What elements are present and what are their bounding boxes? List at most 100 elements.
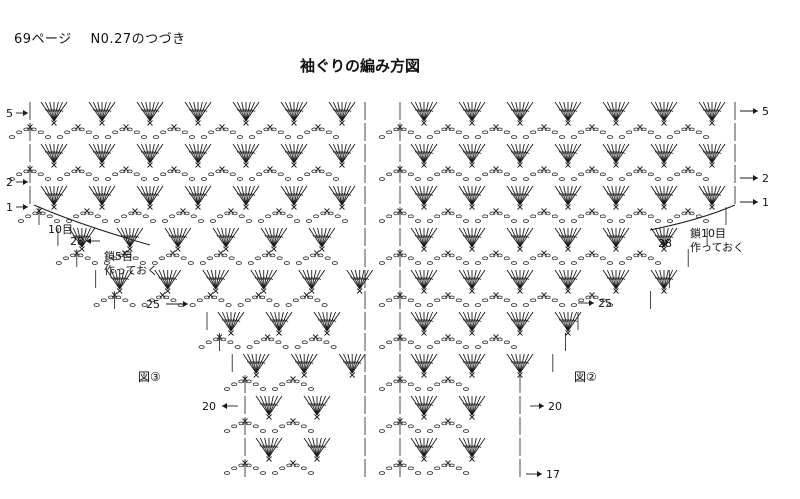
chain-stitch	[496, 253, 503, 258]
chain-stitch	[571, 135, 577, 139]
chain-stitch	[455, 256, 462, 261]
chain-stitch	[407, 130, 414, 135]
stitch-tick	[462, 361, 468, 364]
stitch-line	[136, 185, 151, 206]
left-arrow-row-20-head	[222, 403, 227, 409]
chain-stitch	[441, 337, 448, 342]
stitch-line	[268, 437, 279, 458]
single-crochet-mark	[685, 124, 691, 130]
left-row-label-25: 25	[146, 298, 160, 311]
chain-stitch	[180, 256, 187, 261]
chain-stitch	[530, 298, 537, 303]
stitch-tick	[147, 151, 153, 154]
chain-stitch	[266, 298, 273, 303]
left-row-label-2: 2	[6, 176, 13, 189]
stitch-line	[215, 269, 225, 290]
single-crochet-mark	[265, 250, 272, 256]
chain-stitch	[30, 169, 37, 174]
stitch-line	[164, 227, 179, 248]
stitch-line	[232, 101, 247, 122]
stitch-line	[663, 143, 669, 164]
stitch-line	[299, 353, 305, 374]
single-crochet-mark	[290, 376, 296, 382]
stitch-tick	[160, 277, 166, 280]
stitch-tick	[246, 151, 251, 154]
stitch-tick	[426, 403, 431, 406]
stitch-line	[467, 269, 473, 290]
stitch-line	[650, 269, 665, 290]
chain-stitch	[126, 169, 133, 174]
chain-stitch	[286, 421, 293, 426]
chain-stitch	[297, 177, 303, 181]
stitch-line	[49, 185, 55, 206]
single-crochet-mark	[445, 250, 451, 256]
chain-stitch	[599, 256, 606, 261]
stitch-line	[519, 185, 530, 206]
chain-stitch	[427, 345, 433, 349]
stitch-tick	[426, 277, 431, 280]
stitch-tick	[467, 403, 472, 406]
stitch-tick	[517, 361, 523, 364]
stitch-tick	[424, 109, 429, 112]
stitch-line	[423, 353, 434, 374]
stitch-line	[293, 101, 304, 122]
single-crochet-mark	[121, 250, 128, 256]
stitch-tick	[263, 277, 269, 280]
stitch-tick	[233, 319, 238, 322]
stitch-line	[101, 185, 112, 206]
chain-stitch	[592, 211, 599, 216]
chain-stitch	[448, 379, 455, 384]
chain-stitch	[303, 256, 309, 261]
stitch-tick	[296, 193, 301, 196]
stitch-tick	[191, 151, 196, 154]
stitch-line	[232, 185, 247, 206]
chain-stitch	[655, 177, 661, 181]
chain-stitch	[122, 298, 129, 303]
chain-stitch	[118, 253, 125, 258]
stitch-line	[316, 437, 322, 458]
single-crochet-mark	[589, 166, 595, 172]
chain-stitch	[174, 169, 181, 174]
right-row-label-1: 1	[762, 196, 769, 209]
right-arrow-row-1-head	[753, 199, 758, 205]
single-crochet-mark	[445, 376, 451, 382]
chain-stitch	[114, 219, 120, 223]
chain-stitch	[324, 256, 331, 261]
single-crochet-mark	[565, 246, 571, 252]
stitch-tick	[705, 151, 710, 154]
stitch-tick	[264, 403, 269, 406]
stitch-line	[236, 143, 247, 164]
stitch-tick	[712, 151, 717, 154]
chain-stitch	[503, 298, 510, 303]
stitch-line	[149, 143, 164, 164]
stitch-tick	[568, 193, 573, 196]
stitch-tick	[419, 319, 424, 322]
single-crochet-mark	[212, 288, 219, 294]
stitch-tick	[702, 109, 708, 112]
stitch-tick	[104, 193, 109, 196]
chain-stitch	[551, 298, 558, 303]
stitch-tick	[152, 193, 157, 196]
stitch-line	[462, 353, 473, 374]
stitch-line	[506, 353, 521, 374]
stitch-tick	[661, 151, 667, 154]
stitch-line	[101, 185, 107, 206]
stitch-tick	[143, 109, 148, 112]
stitch-tick	[426, 151, 431, 154]
stitch-tick	[428, 277, 434, 280]
single-crochet-mark	[637, 166, 643, 172]
stitch-tick	[572, 151, 578, 154]
stitch-line	[519, 311, 534, 332]
stitch-line	[188, 101, 199, 122]
stitch-line	[40, 143, 55, 164]
stitch-line	[650, 185, 665, 206]
chain-stitch	[386, 382, 393, 387]
pattern-number: N0.27のつづき	[90, 32, 186, 47]
chain-stitch	[159, 256, 165, 261]
chain-stitch	[667, 219, 673, 223]
chain-stitch	[286, 379, 293, 384]
single-crochet-mark	[445, 334, 451, 340]
stitch-line	[711, 101, 726, 122]
stitch-tick	[561, 109, 566, 112]
stitch-tick	[158, 277, 163, 280]
